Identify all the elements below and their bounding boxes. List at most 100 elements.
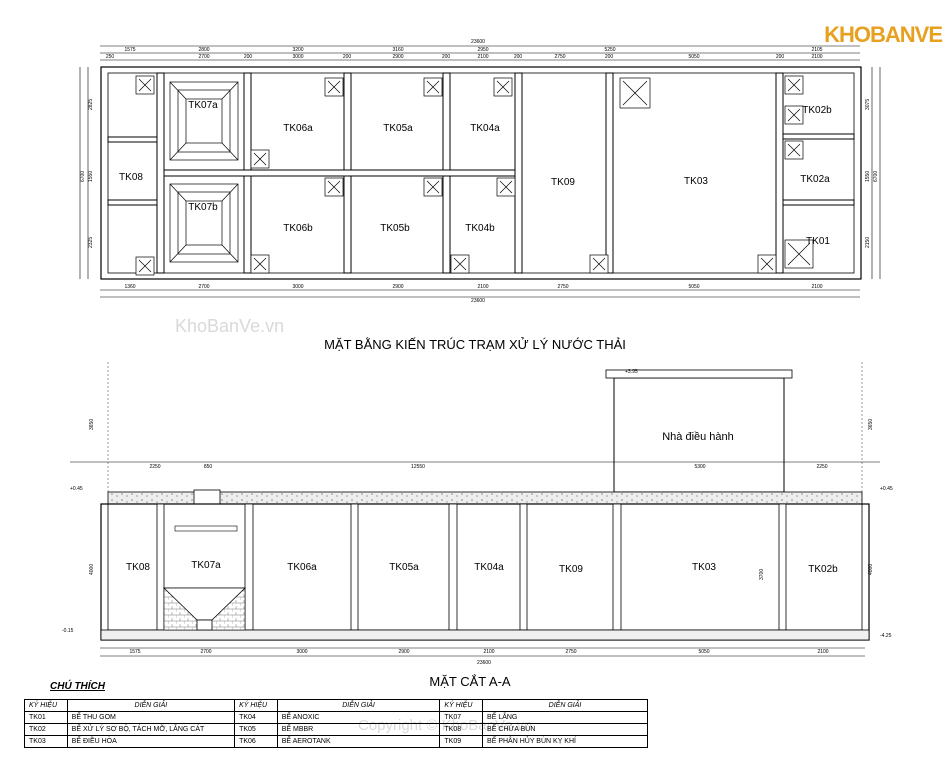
plan-mid-dim: 200 — [605, 54, 614, 60]
section-bottom-dim: 2750 — [565, 649, 576, 655]
plan-mid-dim: 2700 — [198, 54, 209, 60]
section-tank-tk02b: TK02b — [808, 564, 838, 575]
manhole-cross — [496, 80, 510, 94]
room-label-tk01: TK01 — [806, 236, 830, 247]
plan-right-dim-3: 2150 — [865, 237, 871, 248]
legend-desc: BỂ AEROTANK — [276, 735, 441, 748]
plan-view: 23600 1575 2800 3200 3160 2950 5250 2105 250 27… — [79, 39, 881, 352]
watermark-text: KhoBanVe.vn — [175, 316, 285, 336]
section-top-dim: 12550 — [411, 464, 425, 470]
legend-header-desc: DIỄN GIẢI — [482, 699, 648, 712]
legend-desc: BỂ THU GOM — [66, 711, 236, 724]
level-mark-roof: +3.95 — [625, 369, 638, 375]
room-label-tk05a: TK05a — [383, 123, 413, 134]
plan-overall-dim: 23600 — [471, 39, 485, 45]
level-mark-right-top: +0.45 — [880, 486, 893, 492]
manhole-cross — [327, 180, 341, 194]
legend-code: TK07 — [439, 711, 484, 724]
plan-left-dim-1: 2825 — [88, 99, 94, 110]
plan-mid-dim: 2750 — [554, 54, 565, 60]
room-label-tk02b: TK02b — [802, 105, 832, 116]
plan-top-dim: 3200 — [292, 47, 303, 53]
room-label-tk04a: TK04a — [470, 123, 500, 134]
plan-top-dim: 5250 — [604, 47, 615, 53]
section-top-dim: 5300 — [694, 464, 705, 470]
plan-top-dim: 3160 — [392, 47, 403, 53]
plan-title: MẶT BẰNG KIẾN TRÚC TRẠM XỬ LÝ NƯỚC THẢI — [324, 337, 626, 352]
level-mark-bottom: -4.25 — [880, 633, 892, 639]
plan-bottom-sum: 23600 — [471, 298, 485, 304]
manhole-cross — [453, 257, 467, 271]
manhole-cross — [327, 80, 341, 94]
plan-bottom-dim: 2700 — [198, 284, 209, 290]
section-height-1: 3650 — [89, 419, 95, 430]
section-bottom-total: 23600 — [477, 660, 491, 666]
legend-title: CHÚ THÍCH — [50, 681, 105, 692]
level-mark-left-top: +0.45 — [70, 486, 83, 492]
plan-top-dim: 2105 — [811, 47, 822, 53]
plan-top-dim: 2950 — [477, 47, 488, 53]
section-top-dim: 2250 — [816, 464, 827, 470]
plan-mid-dim: 250 — [106, 54, 115, 60]
section-bottom-dim: 1575 — [129, 649, 140, 655]
plan-left-total: 6700 — [80, 171, 86, 182]
plan-mid-dim: 200 — [244, 54, 253, 60]
plan-bottom-dim: 2100 — [811, 284, 822, 290]
manhole-cross — [760, 257, 774, 271]
plan-mid-dim: 200 — [442, 54, 451, 60]
section-title: MẶT CẮT A-A — [429, 674, 510, 689]
room-label-tk07a: TK07a — [188, 100, 218, 111]
room-label-tk06a: TK06a — [283, 123, 313, 134]
legend-row: TK01 BỂ THU GOM TK04 BỂ ANOXIC TK07 BỂ L… — [24, 711, 648, 724]
manhole-cross — [426, 180, 440, 194]
legend-row: TK02 BỂ XỬ LÝ SƠ BỘ, TÁCH MỠ, LẮNG CÁT T… — [24, 723, 648, 736]
manhole-cross — [787, 78, 801, 92]
manhole-icons — [135, 75, 814, 276]
section-tank-tk09: TK09 — [559, 564, 583, 575]
manhole-cross — [622, 80, 648, 106]
room-label-tk07b: TK07b — [188, 202, 218, 213]
legend-desc: BỂ CHỨA BÙN — [482, 723, 648, 736]
legend-desc: BỂ PHÂN HỦY BÙN KỴ KHÍ — [482, 735, 648, 748]
legend-header-row: KÝ HIỆU DIỄN GIẢI KÝ HIỆU DIỄN GIẢI KÝ H… — [24, 699, 648, 712]
room-label-tk08: TK08 — [119, 172, 143, 183]
plan-bottom-dim: 5050 — [688, 284, 699, 290]
manhole-cross — [426, 80, 440, 94]
legend-header-code: KÝ HIỆU — [234, 699, 278, 712]
legend-table: KÝ HIỆU DIỄN GIẢI KÝ HIỆU DIỄN GIẢI KÝ H… — [24, 699, 648, 748]
plan-mid-dim: 5050 — [688, 54, 699, 60]
plan-left-dim-2: 1550 — [88, 171, 94, 182]
legend-desc: BỂ ANOXIC — [276, 711, 441, 724]
room-label-tk03: TK03 — [684, 176, 708, 187]
legend-code: TK08 — [439, 723, 484, 736]
plan-mid-dim: 2100 — [811, 54, 822, 60]
manhole-cross — [499, 180, 513, 194]
plan-mid-dim: 2100 — [477, 54, 488, 60]
section-height-3: 3700 — [759, 569, 765, 580]
room-label-tk04b: TK04b — [465, 223, 495, 234]
section-tank-tk07a: TK07a — [191, 560, 221, 571]
legend-code: TK06 — [234, 735, 278, 748]
legend-desc: BỂ MBBR — [276, 723, 441, 736]
section-bottom-dim: 2700 — [200, 649, 211, 655]
plan-top-dim: 2800 — [198, 47, 209, 53]
plan-mid-dim: 200 — [514, 54, 523, 60]
legend-code: TK02 — [24, 723, 68, 736]
section-height-5: 3650 — [868, 419, 874, 430]
legend-code: TK01 — [24, 711, 68, 724]
plan-bottom-dim: 2100 — [477, 284, 488, 290]
plan-top-dim: 1575 — [124, 47, 135, 53]
plan-bottom-dim: 1360 — [124, 284, 135, 290]
manhole-cross — [138, 78, 152, 92]
legend-header-desc: DIỄN GIẢI — [66, 699, 236, 712]
plan-top-dims: 1575 2800 3200 3160 2950 5250 2105 — [124, 47, 822, 53]
section-top-dim: 850 — [204, 464, 213, 470]
legend-code: TK03 — [24, 735, 68, 748]
room-label-tk02a: TK02a — [800, 174, 830, 185]
section-height-2: 4000 — [89, 564, 95, 575]
manhole-cross — [787, 143, 801, 157]
section-tank-tk05a: TK05a — [389, 562, 419, 573]
